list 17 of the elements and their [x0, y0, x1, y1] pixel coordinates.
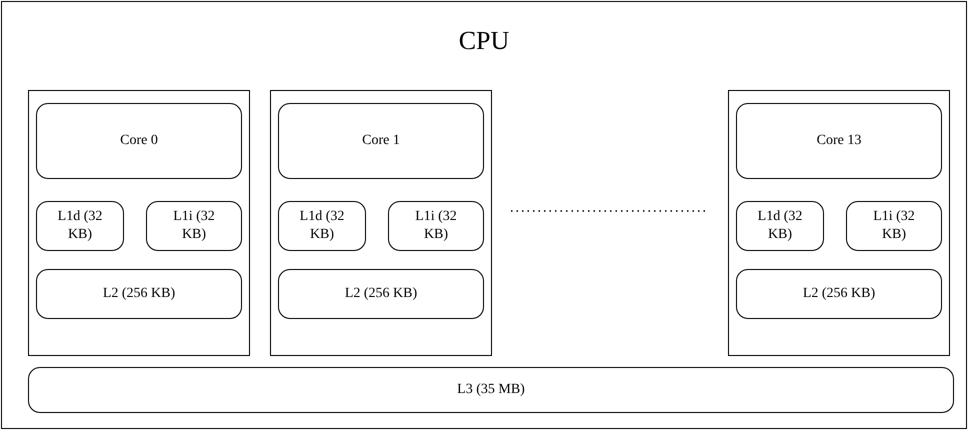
core-group-box [728, 90, 950, 356]
core-group-box [28, 90, 250, 356]
cache-box: L2 (256 KB) [736, 269, 942, 319]
core-box: Core 0 [36, 103, 242, 179]
cache-box: L2 (256 KB) [278, 269, 484, 319]
cache-box: L1d (32 KB) [278, 201, 366, 251]
core-group-box [270, 90, 492, 356]
core-box: Core 1 [278, 103, 484, 179]
core-box: Core 13 [736, 103, 942, 179]
cache-box: L1i (32 KB) [146, 201, 242, 251]
cache-box: L1d (32 KB) [36, 201, 124, 251]
cache-box: L3 (35 MB) [28, 367, 954, 413]
cache-box: L1i (32 KB) [846, 201, 942, 251]
cache-box: L2 (256 KB) [36, 269, 242, 319]
cache-box: L1i (32 KB) [388, 201, 484, 251]
frame-title: CPU [458, 26, 510, 56]
cache-box: L1d (32 KB) [736, 201, 824, 251]
